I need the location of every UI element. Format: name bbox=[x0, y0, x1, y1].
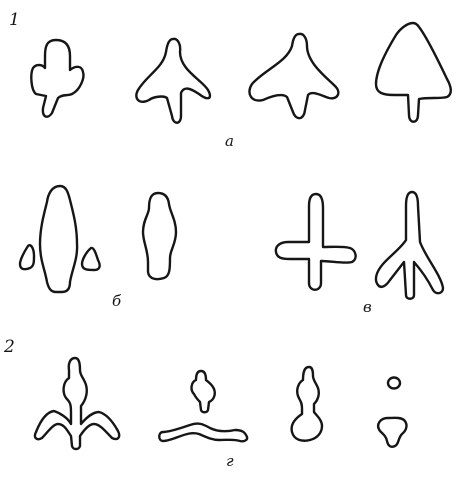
shape-v-cross bbox=[276, 194, 356, 290]
row-2-shapes bbox=[20, 186, 443, 299]
shape-g-4-drop bbox=[378, 418, 406, 447]
subfigure-label-g: г bbox=[226, 454, 234, 469]
subfigure-label-v: в bbox=[363, 300, 372, 315]
shape-b-left-tab bbox=[20, 245, 34, 269]
group-number-1: 1 bbox=[9, 12, 20, 29]
shape-g-4-ring bbox=[388, 378, 400, 389]
shape-1a-4 bbox=[376, 23, 451, 122]
shape-g-2-top bbox=[192, 371, 215, 412]
shape-b-right-tab bbox=[82, 248, 100, 270]
shape-b-small bbox=[143, 193, 176, 279]
subfigure-label-b: б bbox=[112, 294, 121, 309]
shape-g-2-wave bbox=[159, 424, 247, 442]
row-1-shapes bbox=[31, 23, 450, 123]
group-number-2: 2 bbox=[4, 339, 15, 356]
shape-v-trident bbox=[376, 192, 443, 299]
subfigure-label-a: а bbox=[225, 134, 234, 149]
shape-1a-2 bbox=[136, 39, 210, 123]
shape-1a-1 bbox=[31, 40, 83, 117]
row-3-shapes bbox=[35, 358, 407, 449]
shape-g-3 bbox=[292, 367, 322, 441]
shape-1a-3 bbox=[249, 34, 338, 118]
shape-g-1 bbox=[35, 358, 119, 449]
shape-b-large-body bbox=[40, 186, 77, 292]
